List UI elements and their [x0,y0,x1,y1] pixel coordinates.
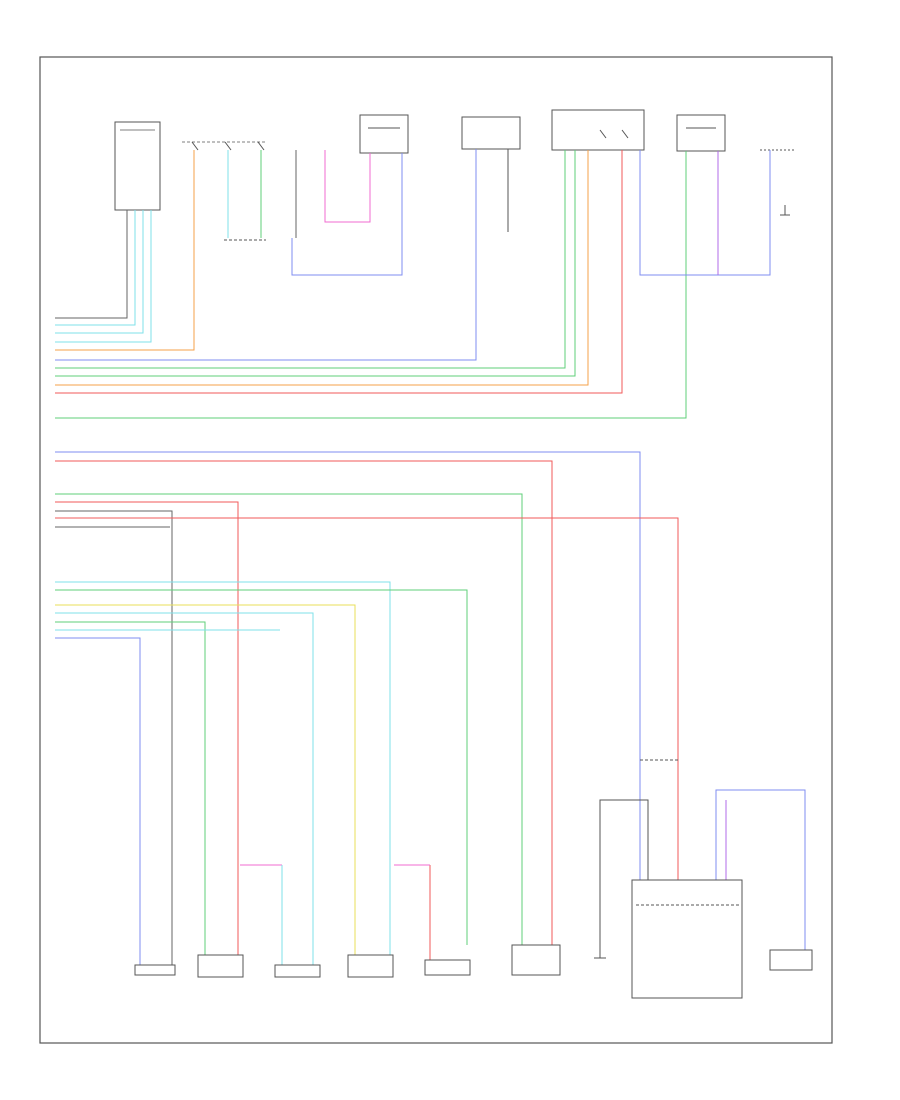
wire-low-3 [55,604,356,955]
lower-wires [55,581,806,965]
middle-wires [55,451,679,965]
wire-low-8 [599,799,649,950]
wire-mid-4 [55,501,239,955]
wire-top-13 [55,150,623,394]
top-components [114,109,795,216]
top-module-5 [551,109,645,151]
top-switch-2 [182,141,265,151]
bottom-sensor-2 [197,954,244,978]
bottom-sensor-6 [511,944,561,976]
top-module-3 [359,114,409,154]
wire-top-5 [55,150,195,351]
wire-low-4 [55,612,314,965]
wire-mid-6 [55,517,679,880]
wire-top-10 [55,150,566,369]
wire-low-1 [55,581,391,955]
top-module-1 [114,121,161,211]
wire-top-7 [324,150,371,223]
wire-low-7 [55,637,141,965]
top-wires [55,149,771,419]
bottom-sensor-3 [274,964,321,978]
wire-top-2 [55,210,136,326]
wire-mid-1 [55,451,641,880]
bottom-sensor-1 [134,964,176,976]
bottom-components [134,879,813,999]
top-ground-7 [760,149,795,216]
wire-top-1 [55,210,128,319]
wire-mid-3 [55,493,523,945]
bottom-module-9 [769,949,813,971]
bottom-ground-7 [594,950,606,959]
wire-top-14 [55,151,687,419]
wire-low-2 [55,589,468,945]
wire-top-8 [291,153,403,276]
bottom-sensor-4 [347,954,394,978]
diagram-frame [39,56,833,1044]
top-module-6 [676,114,726,152]
wire-low-9 [715,789,806,950]
wire-top-9 [55,149,477,361]
bottom-module-8 [631,879,743,999]
wire-low-5 [55,621,206,955]
wire-top-11 [55,150,576,377]
bottom-sensor-5 [424,959,471,976]
wire-mid-5 [55,510,173,965]
wire-mid-2 [55,460,553,945]
wire-top-15 [639,150,771,276]
wire-top-4 [55,210,152,343]
wire-top-3 [55,210,144,334]
wire-top-12 [55,150,589,386]
top-switch-4 [461,116,521,150]
